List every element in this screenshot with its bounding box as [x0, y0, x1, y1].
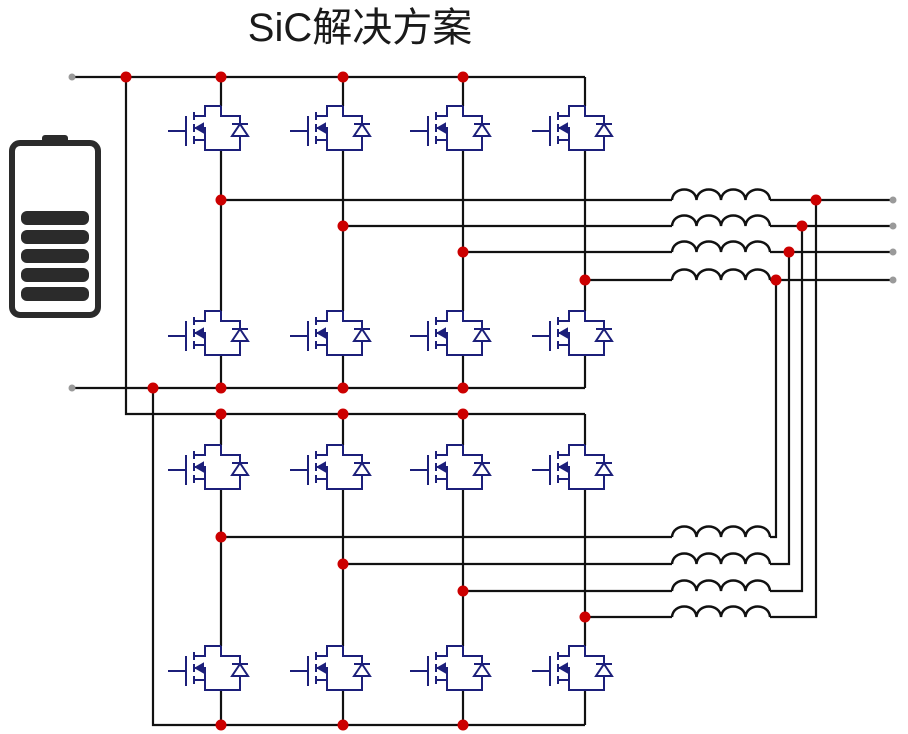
inductor: [670, 240, 772, 253]
mosfet-icon: [410, 444, 492, 490]
junction-node: [579, 274, 591, 286]
junction-node: [215, 408, 227, 420]
junction-node: [215, 71, 227, 83]
junction-nodes: [120, 71, 822, 731]
junction-node: [337, 558, 349, 570]
junction-node: [457, 71, 469, 83]
wire: [770, 200, 818, 619]
mosfet-icon: [532, 444, 614, 490]
junction-node: [457, 246, 469, 258]
battery-icon: [9, 135, 101, 318]
inductor: [670, 525, 772, 538]
mosfet-icon: [410, 645, 492, 691]
junction-node: [457, 408, 469, 420]
output-terminal: [889, 222, 897, 230]
output-terminal: [889, 248, 897, 256]
wires: [72, 75, 893, 727]
mosfet-icon: [532, 310, 614, 356]
junction-node: [337, 71, 349, 83]
junction-node: [337, 382, 349, 394]
junction-node: [457, 585, 469, 597]
wire: [770, 280, 778, 539]
junction-node: [215, 531, 227, 543]
mosfets: [168, 105, 614, 691]
junction-node: [120, 71, 132, 83]
wire: [770, 252, 791, 566]
battery-cell: [21, 211, 89, 225]
output-terminal: [889, 196, 897, 204]
mosfet-icon: [532, 645, 614, 691]
junction-node: [337, 408, 349, 420]
inductors: [670, 188, 772, 618]
dc-terminal: [68, 73, 76, 81]
mosfet-icon: [168, 645, 250, 691]
junction-node: [337, 719, 349, 731]
battery-cell: [21, 287, 89, 301]
inductor: [670, 605, 772, 618]
output-terminal: [889, 276, 897, 284]
junction-node: [337, 220, 349, 232]
battery-cell: [21, 230, 89, 244]
battery-case: [9, 140, 101, 318]
inductor: [670, 579, 772, 592]
junction-node: [457, 382, 469, 394]
wire: [770, 226, 804, 593]
inductor: [670, 268, 772, 281]
mosfet-icon: [410, 310, 492, 356]
battery-cell: [21, 268, 89, 282]
inductor: [670, 188, 772, 201]
terminals: [68, 73, 897, 392]
junction-node: [770, 274, 782, 286]
dc-terminal: [68, 384, 76, 392]
mosfet-icon: [410, 105, 492, 151]
junction-node: [457, 719, 469, 731]
battery-cell: [21, 249, 89, 263]
inductor: [670, 552, 772, 565]
mosfet-icon: [168, 444, 250, 490]
junction-node: [215, 719, 227, 731]
junction-node: [783, 246, 795, 258]
junction-node: [796, 220, 808, 232]
wire: [124, 77, 463, 416]
wire: [151, 388, 585, 727]
junction-node: [579, 611, 591, 623]
junction-node: [810, 194, 822, 206]
mosfet-icon: [168, 310, 250, 356]
junction-node: [147, 382, 159, 394]
junction-node: [215, 382, 227, 394]
mosfet-icon: [290, 444, 372, 490]
junction-node: [215, 194, 227, 206]
diagram-title: SiC解决方案: [247, 6, 473, 50]
mosfet-icon: [532, 105, 614, 151]
mosfet-icon: [290, 105, 372, 151]
mosfet-icon: [290, 310, 372, 356]
inductor: [670, 214, 772, 227]
mosfet-icon: [168, 105, 250, 151]
mosfet-icon: [290, 645, 372, 691]
